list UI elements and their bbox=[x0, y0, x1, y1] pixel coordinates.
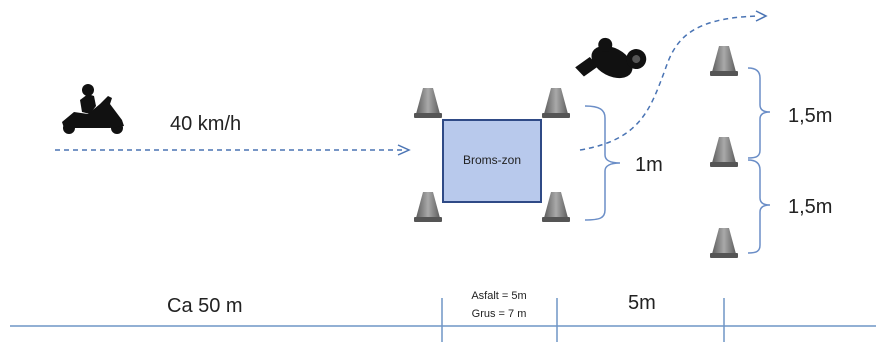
traffic-cone-icon bbox=[414, 88, 442, 118]
scooter-rider-icon bbox=[62, 84, 124, 134]
traffic-cone-icon bbox=[542, 192, 570, 222]
speed-label: 40 km/h bbox=[170, 113, 241, 135]
traffic-cone-icon bbox=[542, 88, 570, 118]
surface-gravel-label: Grus = 7 m bbox=[472, 308, 527, 320]
bracket-upper bbox=[747, 67, 771, 159]
traffic-cone-icon bbox=[710, 46, 738, 76]
traffic-cone-icon bbox=[414, 192, 442, 222]
brake-zone-box bbox=[442, 119, 542, 203]
bracket-lower bbox=[747, 159, 771, 254]
surface-asphalt-label: Asfalt = 5m bbox=[471, 290, 526, 302]
brake-zone-label: Broms-zon bbox=[463, 153, 521, 167]
distance-5m-label: 5m bbox=[628, 292, 656, 314]
bracket-1m bbox=[584, 105, 621, 221]
gap-upper-label: 1,5m bbox=[788, 105, 832, 127]
traffic-cone-icon bbox=[710, 228, 738, 258]
gap-lower-label: 1,5m bbox=[788, 196, 832, 218]
traffic-cone-icon bbox=[710, 137, 738, 167]
gap-1m-label: 1m bbox=[635, 154, 663, 176]
turning-scooter-rider-icon bbox=[575, 37, 647, 79]
swerve-arrow bbox=[579, 15, 759, 151]
approach-distance-label: Ca 50 m bbox=[167, 295, 243, 317]
